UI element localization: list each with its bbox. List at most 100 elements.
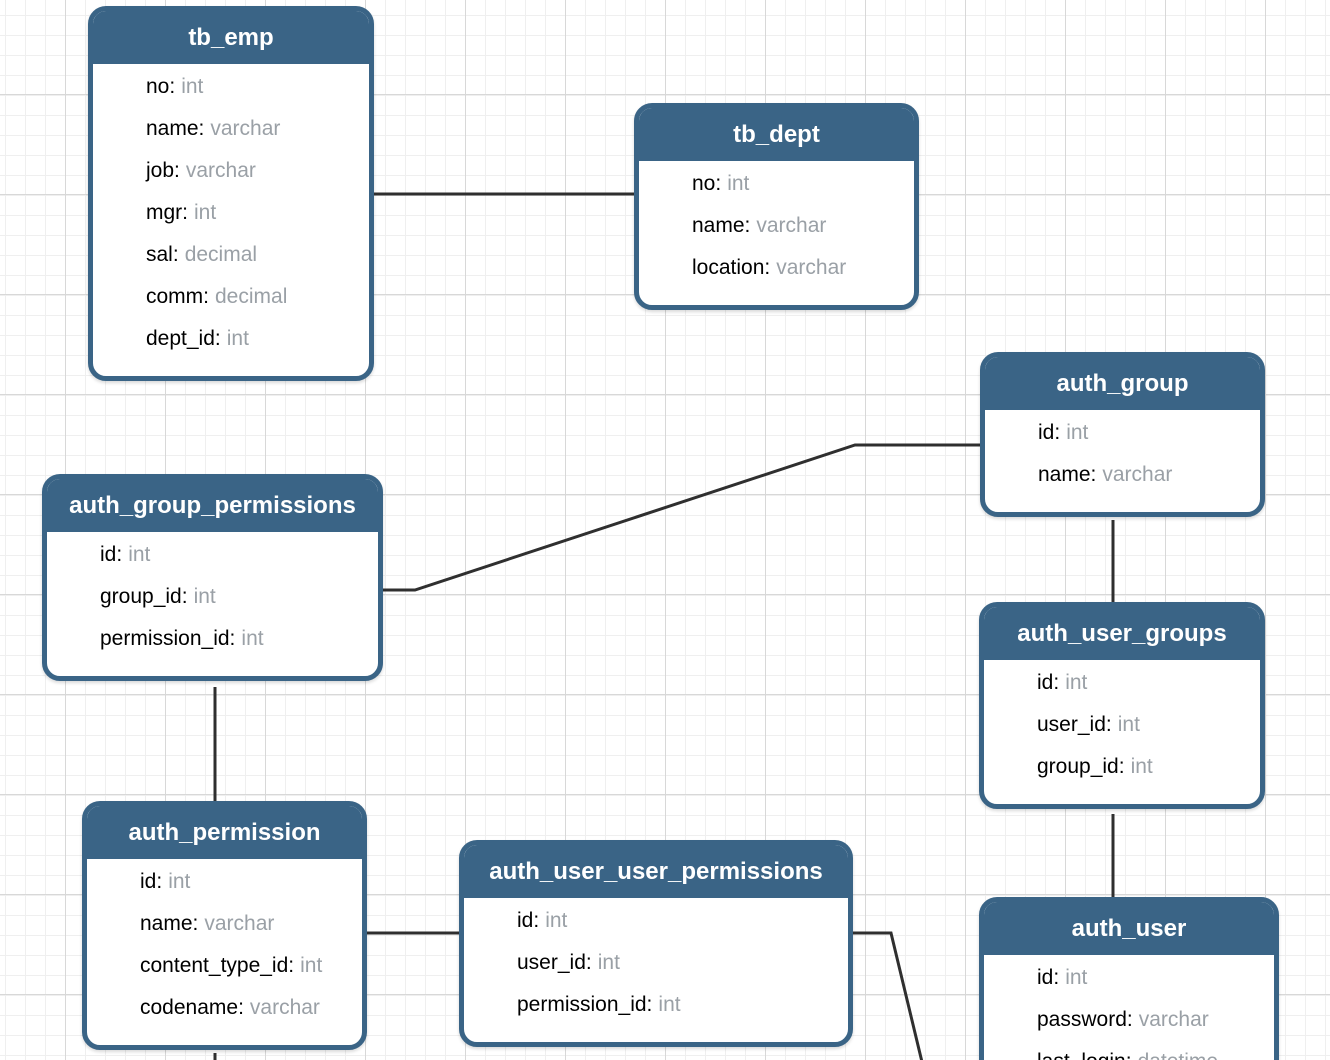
field-name: permission_id:: [517, 993, 653, 1016]
field-name: no:: [146, 75, 176, 98]
table-title: auth_user_groups: [1017, 620, 1227, 647]
table-field-row: mgr:int: [146, 192, 359, 234]
relationship-auth_user_user_permissions-offcanvas[interactable]: [853, 931, 924, 1060]
field-name: name:: [140, 912, 199, 935]
table-field-row: permission_id:int: [517, 984, 838, 1026]
table-title: auth_group: [1056, 370, 1189, 397]
field-type: int: [193, 585, 216, 608]
field-type: int: [727, 172, 750, 195]
field-name: no:: [692, 172, 722, 195]
table-field-row: last_login: datetime: [1037, 1041, 1264, 1060]
table-header[interactable]: tb_dept: [639, 108, 914, 161]
table-field-row: password:varchar: [1037, 999, 1264, 1041]
table-title: auth_permission: [128, 819, 321, 846]
field-name: group_id:: [100, 585, 188, 608]
table-title: tb_emp: [188, 24, 274, 51]
field-name: name:: [692, 214, 751, 237]
field-name: id:: [1037, 671, 1060, 694]
table-fields: id:intpassword:varcharlast_login:datetim…: [984, 955, 1274, 1060]
relationship-auth_group_permissions-auth_group[interactable]: [383, 443, 980, 592]
field-name: id:: [1038, 421, 1061, 444]
field-type: varchar: [204, 912, 275, 935]
table-tb_dept[interactable]: tb_dept no:int name:varchar location: varch…: [634, 103, 919, 310]
table-fields: no:int name:varchar location: varchar: [639, 161, 914, 305]
field-type: int: [1117, 713, 1140, 736]
field-type: int: [1065, 671, 1088, 694]
table-header[interactable]: auth_user: [984, 902, 1274, 955]
field-name: id:: [140, 870, 163, 893]
field-name: group_id:: [1037, 755, 1125, 778]
field-name: name:: [1038, 463, 1097, 486]
field-name: dept_id:: [146, 327, 221, 350]
field-name: sal:: [146, 243, 179, 266]
field-type: varchar: [249, 996, 320, 1019]
field-type: varchar: [1138, 1008, 1209, 1031]
field-name: content_type_id:: [140, 954, 295, 977]
field-type: decimal: [215, 285, 288, 308]
table-field-row: name:varchar: [140, 903, 352, 945]
table-field-row: permission_id:int: [100, 618, 368, 660]
field-type: int: [168, 870, 191, 893]
table-fields: id:int name:varchar: [985, 410, 1260, 512]
field-name: last_login:: [1037, 1050, 1132, 1060]
table-field-row: id:int: [517, 900, 838, 942]
table-header[interactable]: auth_group_permissions: [47, 479, 378, 532]
table-header[interactable]: auth_user_groups: [984, 607, 1260, 660]
table-header[interactable]: auth_user_user_permissions: [464, 845, 848, 898]
table-field-row: no:int: [146, 66, 359, 108]
table-auth_user[interactable]: auth_user id:intpassword:varcharlast_log…: [979, 897, 1279, 1060]
field-type: int: [658, 993, 681, 1016]
field-type: int: [597, 951, 620, 974]
field-name: name:: [146, 117, 205, 140]
table-field-row: dept_id:int: [146, 318, 359, 360]
table-field-row: id:int: [140, 861, 352, 903]
field-name: id:: [1037, 966, 1060, 989]
table-field-row: name:varchar: [1038, 454, 1250, 496]
field-type: int: [1130, 755, 1153, 778]
table-field-row: group_id:int: [1037, 746, 1250, 788]
field-type: varchar: [756, 214, 827, 237]
field-name: user_id:: [517, 951, 592, 974]
table-field-row: name:varchar: [146, 108, 359, 150]
table-field-row: name:varchar: [692, 205, 904, 247]
table-header[interactable]: tb_emp: [93, 11, 369, 64]
field-type: int: [300, 954, 323, 977]
field-name: job:: [146, 159, 180, 182]
table-field-row: id:int: [1037, 957, 1264, 999]
table-field-row: job:varchar: [146, 150, 359, 192]
field-name: permission_id:: [100, 627, 236, 650]
table-field-row: content_type_id:int: [140, 945, 352, 987]
table-field-row: comm:decimal: [146, 276, 359, 318]
field-name: id:: [517, 909, 540, 932]
field-type: int: [226, 327, 249, 350]
field-type: int: [545, 909, 568, 932]
table-header[interactable]: auth_permission: [87, 806, 362, 859]
table-field-row: id:int: [1037, 662, 1250, 704]
field-type: int: [1065, 966, 1088, 989]
field-type: int: [1066, 421, 1089, 444]
field-name: location:: [692, 256, 771, 279]
table-title: tb_dept: [733, 121, 820, 148]
field-type: datetime: [1138, 1050, 1219, 1060]
field-type: varchar: [1102, 463, 1173, 486]
table-auth_group[interactable]: auth_group id:int name:varchar: [980, 352, 1265, 517]
table-field-row: group_id:int: [100, 576, 368, 618]
field-type: int: [181, 75, 204, 98]
table-field-row: user_id:int: [517, 942, 838, 984]
field-type: int: [128, 543, 151, 566]
field-type: int: [241, 627, 264, 650]
field-name: password:: [1037, 1008, 1133, 1031]
table-header[interactable]: auth_group: [985, 357, 1260, 410]
table-title: auth_user_user_permissions: [489, 858, 823, 885]
